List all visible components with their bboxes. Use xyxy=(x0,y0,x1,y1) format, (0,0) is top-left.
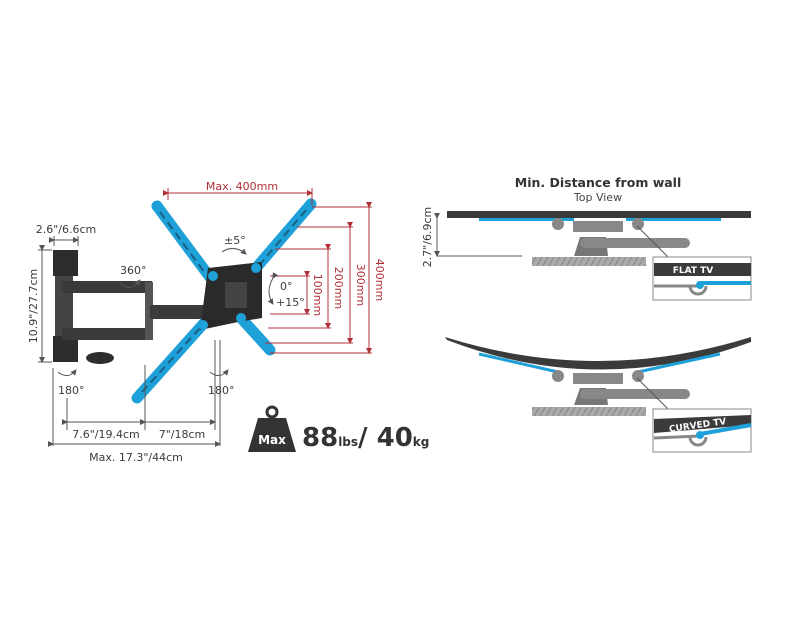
curved-tv-drawing xyxy=(445,337,752,453)
tilt-top-label: 0° xyxy=(280,280,293,293)
dimension-lines xyxy=(38,236,279,447)
svg-text:Max: Max xyxy=(258,433,286,447)
wall-plate-width-label: 2.6"/6.6cm xyxy=(36,223,97,236)
min-distance-label: 2.7"/6.9cm xyxy=(421,207,434,268)
vesa-200-label: 200mm xyxy=(332,267,345,309)
swivel-right-label: 180° xyxy=(208,384,235,397)
vesa-400-label: 400mm xyxy=(373,259,386,301)
vesa-dimension-lines xyxy=(163,188,372,354)
arm-segment-1-label: 7.6"/19.4cm xyxy=(72,428,140,441)
level-adjust-label: ±5° xyxy=(224,234,246,247)
top-view-title: Min. Distance from wall xyxy=(515,175,682,190)
tilt-bottom-label: +15° xyxy=(276,296,305,309)
weight-icon: Max xyxy=(248,405,296,452)
vesa-300-label: 300mm xyxy=(354,264,367,306)
top-view-subtitle: Top View xyxy=(573,191,622,204)
swivel-360-label: 360° xyxy=(120,264,147,277)
flat-tv-label: FLAT TV xyxy=(673,266,714,276)
max-vesa-label: Max. 400mm xyxy=(206,180,278,193)
wall-mount-drawing xyxy=(53,198,317,404)
max-extension-label: Max. 17.3"/44cm xyxy=(89,451,183,464)
swivel-left-label: 180° xyxy=(58,384,85,397)
max-load-label: 88lbs/ 40kg xyxy=(302,423,429,453)
wall-plate-height-label: 10.9"/27.7cm xyxy=(27,269,40,344)
vesa-100-label: 100mm xyxy=(311,274,324,316)
flat-tv-drawing xyxy=(434,211,752,301)
arm-segment-2-label: 7"/18cm xyxy=(159,428,206,441)
